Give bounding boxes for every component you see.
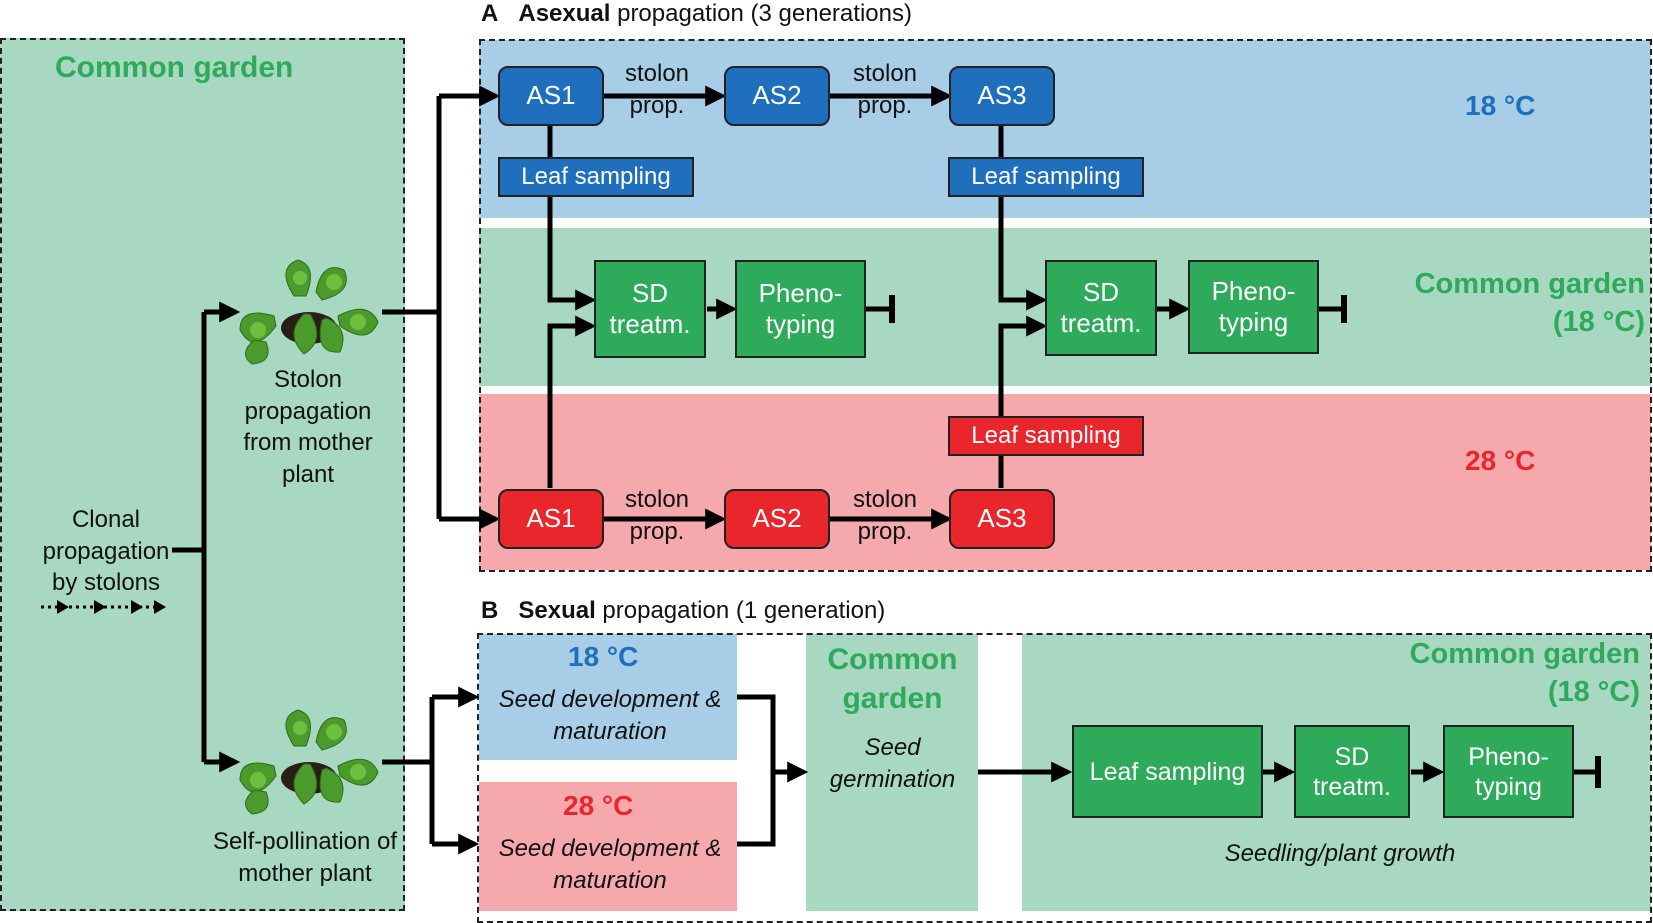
panel-a-border [479,39,1652,572]
seedling-growth-label: Seedling/plant growth [1224,840,1456,867]
self-pollination-label: Self-pollination of mother plant [212,828,398,887]
as3-red-node: AS3 [949,489,1055,549]
leaf-sampling-box: Leaf sampling [498,157,694,197]
stolon-prop-label: stolon prop. [624,486,690,545]
as2-red-node: AS2 [724,489,830,549]
phenotyping-box: Pheno-typing [1188,260,1319,354]
seed-germination-label: Seed germination [829,734,956,793]
panel-b-garden-title: Common garden [827,643,958,715]
panel-a-title-bold: Asexual [518,0,611,27]
panel-a-garden-line2: (18 °C) [1552,305,1645,338]
panel-b-garden-right-title: Common garden (18 °C) [1320,636,1640,711]
panel-a-temp-28: 28 °C [1465,445,1536,476]
leaf-sampling-box: Leaf sampling [948,416,1144,456]
stolon-prop-label: stolon prop. [852,60,918,119]
panel-a-garden-title: Common garden (18 °C) [1360,266,1645,341]
as3-blue-node: AS3 [949,66,1055,126]
panel-b-temp-18: 18 °C [568,641,639,672]
left-common-garden-title: Common garden [55,51,294,84]
panel-a-temp-18: 18 °C [1465,90,1536,121]
stolon-propagation-label: Stolon propagation from mother plant [243,366,373,489]
leaf-sampling-box: Leaf sampling [948,157,1144,197]
panel-a-garden-line1: Common garden [1414,268,1645,300]
panel-b-garden-right-line1: Common garden [1409,638,1640,670]
strawberry-plant-icon [239,259,379,365]
panel-b-temp-28: 28 °C [563,790,634,821]
panel-b-germination-area [806,634,978,911]
dotted-arrow-icon [41,600,166,614]
panel-a-title: A Asexual propagation (3 generations) [481,0,912,28]
stolon-prop-label: stolon prop. [852,486,918,545]
panel-b-title-rest: propagation (1 generation) [602,597,886,624]
sd-treatment-box: SD treatm. [594,260,706,358]
phenotyping-box: Pheno-typing [1443,725,1574,818]
phenotyping-box: Pheno-typing [735,260,866,358]
panel-a-letter: A [481,0,499,27]
panel-b-garden-right-line2: (18 °C) [1547,675,1640,708]
as2-blue-node: AS2 [724,66,830,126]
clonal-propagation-label: Clonal propagation by stolons [42,506,170,597]
panel-b-28c-area [479,782,737,911]
stolon-prop-label: stolon prop. [624,60,690,119]
seed-development-label: Seed development & maturation [498,835,722,894]
seed-development-label: Seed development & maturation [498,686,722,745]
sd-treatment-box: SD treatm. [1045,260,1157,356]
as1-blue-node: AS1 [498,66,604,126]
sd-treatment-box: SD treatm. [1294,725,1410,818]
panel-b-title: B Sexual propagation (1 generation) [481,597,885,625]
panel-b-title-bold: Sexual [518,597,596,624]
strawberry-plant-icon [239,709,379,815]
panel-b-18c-area [479,634,737,760]
as1-red-node: AS1 [498,489,604,549]
panel-b-letter: B [481,597,499,624]
leaf-sampling-box: Leaf sampling [1072,725,1263,818]
panel-a-title-rest: propagation (3 generations) [617,0,912,27]
